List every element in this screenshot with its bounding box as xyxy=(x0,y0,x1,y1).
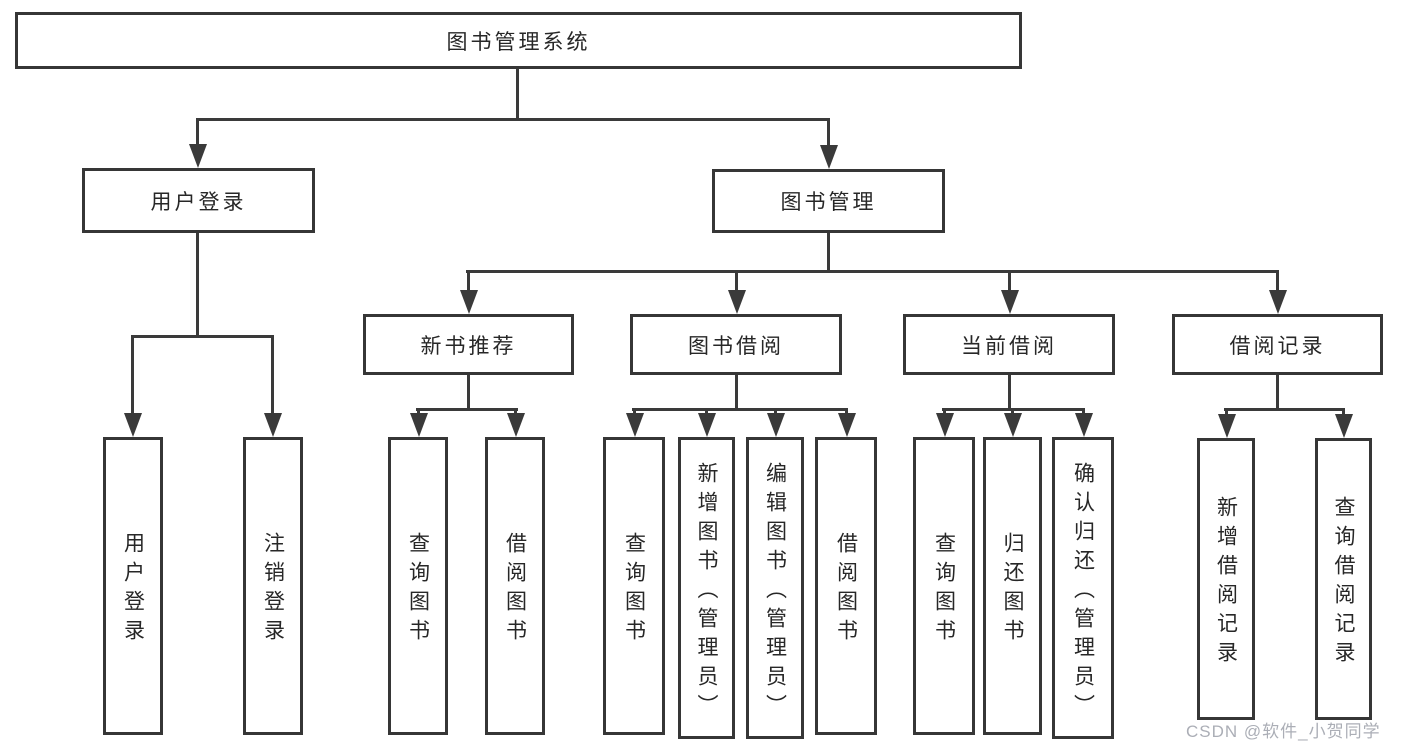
connector-borrow-record-rail xyxy=(1224,408,1345,411)
arrowhead-icon xyxy=(820,145,838,169)
arrowhead-icon xyxy=(1218,414,1236,438)
connector-drop-user-login xyxy=(196,118,199,146)
csdn-watermark: CSDN @软件_小贺同学 xyxy=(1186,722,1381,741)
node-book-borrow: 图书借阅 xyxy=(630,314,842,375)
arrowhead-icon xyxy=(936,413,954,437)
leaf-edit-book-admin-label: 编辑图书（管理员） xyxy=(763,461,787,723)
connector-borrow-record-stem xyxy=(1276,375,1279,408)
leaf-query-books-b: 查询图书 xyxy=(603,437,665,735)
arrowhead-icon xyxy=(1001,290,1019,314)
leaf-add-book-admin-label: 新增图书（管理员） xyxy=(695,461,718,723)
connector-new-book-stem xyxy=(467,375,470,408)
leaf-query-books-b-label: 查询图书 xyxy=(622,532,646,648)
leaf-query-borrow-record-label: 查询借阅记录 xyxy=(1332,496,1355,670)
connector-drop xyxy=(845,408,848,416)
connector-drop xyxy=(1342,408,1345,416)
connector-drop-book-management xyxy=(827,118,830,146)
leaf-query-books-c-label: 查询图书 xyxy=(932,532,956,648)
node-book-management-label: 图书管理 xyxy=(780,191,877,214)
node-user-login: 用户登录 xyxy=(82,168,315,233)
leaf-add-borrow-record: 新增借阅记录 xyxy=(1197,438,1255,720)
arrowhead-icon xyxy=(124,413,142,437)
arrowhead-icon xyxy=(767,413,785,437)
connector-drop xyxy=(514,408,517,416)
connector-drop xyxy=(943,408,946,416)
arrowhead-icon xyxy=(507,413,525,437)
node-new-book-recommend-label: 新书推荐 xyxy=(420,334,517,358)
connector-drop xyxy=(1082,408,1085,416)
leaf-edit-book-admin: 编辑图书（管理员） xyxy=(746,437,804,739)
connector-book-borrow-stem xyxy=(735,375,738,408)
arrowhead-icon xyxy=(1004,413,1022,437)
arrowhead-icon xyxy=(728,290,746,314)
node-book-management: 图书管理 xyxy=(712,169,945,233)
node-root-label: 图书管理系统 xyxy=(446,30,591,54)
arrowhead-icon xyxy=(264,413,282,437)
node-new-book-recommend: 新书推荐 xyxy=(363,314,574,375)
connector-drop-leaf-logout xyxy=(271,335,274,415)
connector-drop xyxy=(774,408,777,416)
arrowhead-icon xyxy=(1269,290,1287,314)
connector-book-management-stem xyxy=(827,233,830,270)
connector-root-rail xyxy=(196,118,830,121)
connector-drop-leaf-login xyxy=(131,335,134,415)
connector-drop-new-book xyxy=(467,270,470,292)
node-root: 图书管理系统 xyxy=(15,12,1022,69)
arrowhead-icon xyxy=(189,144,207,168)
leaf-add-book-admin: 新增图书（管理员） xyxy=(678,437,735,739)
connector-drop xyxy=(1011,408,1014,416)
connector-user-login-stem xyxy=(196,233,199,335)
connector-book-borrow-rail xyxy=(632,408,846,411)
connector-drop-current-borrow xyxy=(1008,270,1011,292)
leaf-confirm-return-admin: 确认归还（管理员） xyxy=(1052,437,1114,739)
leaf-add-borrow-record-label: 新增借阅记录 xyxy=(1214,496,1238,670)
connector-root-stem xyxy=(516,69,519,118)
connector-drop xyxy=(1225,408,1228,416)
leaf-query-books-a-label: 查询图书 xyxy=(406,532,430,648)
arrowhead-icon xyxy=(410,413,428,437)
leaf-borrow-books-b-label: 借阅图书 xyxy=(834,532,858,648)
connector-drop xyxy=(417,408,420,416)
arrowhead-icon xyxy=(838,413,856,437)
node-user-login-label: 用户登录 xyxy=(150,190,247,214)
leaf-query-books-a: 查询图书 xyxy=(388,437,448,735)
arrowhead-icon xyxy=(460,290,478,314)
arrowhead-icon xyxy=(1075,413,1093,437)
arrowhead-icon xyxy=(1335,414,1353,438)
node-book-borrow-label: 图书借阅 xyxy=(688,334,784,358)
node-borrow-record: 借阅记录 xyxy=(1172,314,1383,375)
connector-drop-borrow-record xyxy=(1276,270,1279,292)
leaf-logout-label: 注销登录 xyxy=(261,532,285,648)
node-current-borrow: 当前借阅 xyxy=(903,314,1115,375)
leaf-borrow-books-a: 借阅图书 xyxy=(485,437,545,735)
node-borrow-record-label: 借阅记录 xyxy=(1229,334,1326,358)
connector-drop xyxy=(633,408,636,416)
connector-drop xyxy=(705,408,708,416)
leaf-query-borrow-record: 查询借阅记录 xyxy=(1315,438,1372,720)
connector-new-book-rail xyxy=(416,408,518,411)
leaf-return-book-label: 归还图书 xyxy=(1001,532,1024,648)
connector-drop-book-borrow xyxy=(735,270,738,292)
leaf-return-book: 归还图书 xyxy=(983,437,1042,735)
leaf-borrow-books-a-label: 借阅图书 xyxy=(503,532,527,648)
arrowhead-icon xyxy=(626,413,644,437)
arrowhead-icon xyxy=(698,413,716,437)
leaf-logout: 注销登录 xyxy=(243,437,303,735)
leaf-confirm-return-admin-label: 确认归还（管理员） xyxy=(1071,461,1095,723)
leaf-borrow-books-b: 借阅图书 xyxy=(815,437,877,735)
leaf-user-login-label: 用户登录 xyxy=(121,532,145,648)
node-current-borrow-label: 当前借阅 xyxy=(961,334,1057,358)
connector-current-borrow-stem xyxy=(1008,375,1011,408)
leaf-user-login: 用户登录 xyxy=(103,437,163,735)
leaf-query-books-c: 查询图书 xyxy=(913,437,975,735)
connector-book-management-rail xyxy=(466,270,1279,273)
connector-user-login-rail xyxy=(131,335,274,338)
